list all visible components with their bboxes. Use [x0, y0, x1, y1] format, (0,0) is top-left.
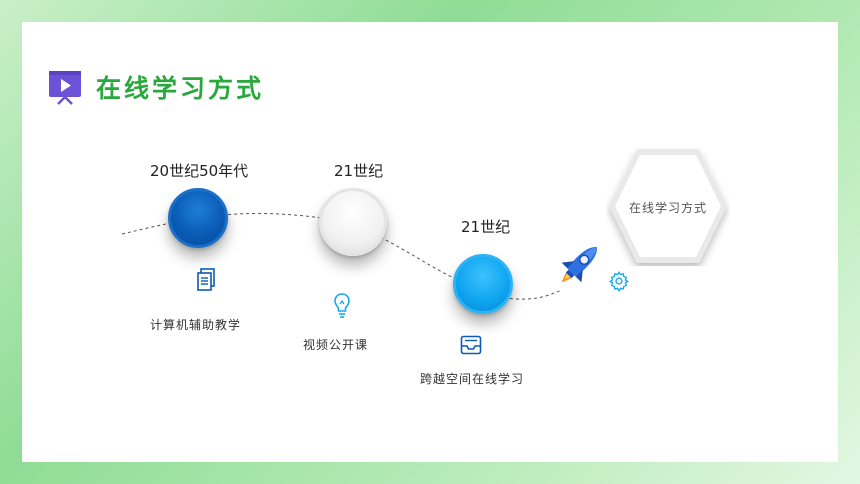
era-label-2: 21世纪	[334, 162, 384, 180]
era-label-1: 20世纪50年代	[150, 162, 249, 180]
document-icon	[197, 268, 215, 291]
gear-icon	[609, 271, 629, 292]
presentation-play-icon	[49, 71, 81, 105]
rocket-icon	[561, 247, 597, 283]
step-label-1: 计算机辅助教学	[150, 318, 242, 332]
slide: 在线学习方式 20世纪50年代 21世纪 21世纪 计算机辅助教学 视频公开课 …	[22, 22, 838, 462]
step-label-3: 跨越空间在线学习	[420, 372, 525, 386]
step-label-2: 视频公开课	[303, 338, 369, 352]
timeline-node-1	[168, 188, 228, 248]
inbox-tray-icon	[460, 335, 482, 355]
lightbulb-icon	[334, 293, 350, 318]
hexagon-text: 在线学习方式	[628, 201, 707, 215]
era-label-3: 21世纪	[461, 218, 511, 236]
timeline-node-3	[453, 254, 513, 314]
timeline-node-2	[319, 188, 387, 256]
hexagon-badge	[609, 149, 727, 263]
page-title: 在线学习方式	[96, 74, 265, 103]
